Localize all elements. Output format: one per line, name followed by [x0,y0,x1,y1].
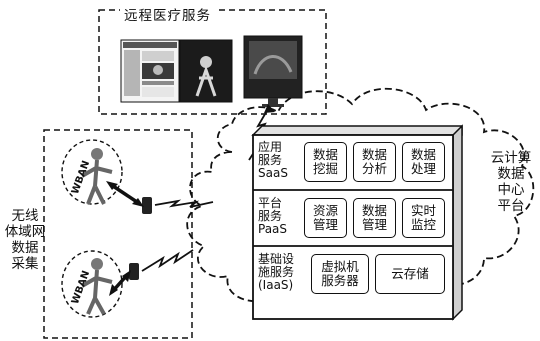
wban-figure-bottom [61,250,123,318]
telemedicine-screenshot-middle [179,39,233,103]
cloud-platform-title: 云计算 数据 中心 平台 [490,150,532,214]
saas-layer-title: 应用 服务 SaaS [258,140,288,180]
wban-figure-top [61,139,123,205]
wireless-link-top [154,199,214,208]
arrow-body-device-top [106,181,144,207]
paas-layer-title: 平台 服务 PaaS [258,196,288,236]
mobile-device-top [142,197,152,214]
telemedicine-screenshot-left [120,39,180,103]
arrow-body-device-bottom [109,270,131,296]
mobile-device-bottom [129,263,139,280]
wireless-link-bottom [141,249,194,272]
collection-frame [43,129,193,339]
saas-cell-data-analysis: 数据分析 [353,142,396,182]
paas-cell-resource-management: 资源管理 [304,198,347,238]
iaas-cell-virtual-machine-server: 虚拟机服务器 [311,254,369,294]
telemedicine-monitor-photo [243,35,303,107]
iaas-cell-cloud-storage: 云存储 [375,254,445,294]
saas-cell-data-processing: 数据处理 [402,142,445,182]
wireless-link-arrowhead [264,104,275,113]
paas-cell-realtime-monitoring: 实时监控 [402,198,445,238]
saas-cell-data-mining: 数据挖掘 [304,142,347,182]
collection-title: 无线 体域网 数据 采集 [4,208,46,272]
telemedicine-title: 远程医疗服务 [120,4,215,24]
paas-cell-data-management: 数据管理 [353,198,396,238]
cloud-outline [186,87,535,311]
iaas-layer-title: 基础设 施服务 (IaaS) [258,252,295,292]
